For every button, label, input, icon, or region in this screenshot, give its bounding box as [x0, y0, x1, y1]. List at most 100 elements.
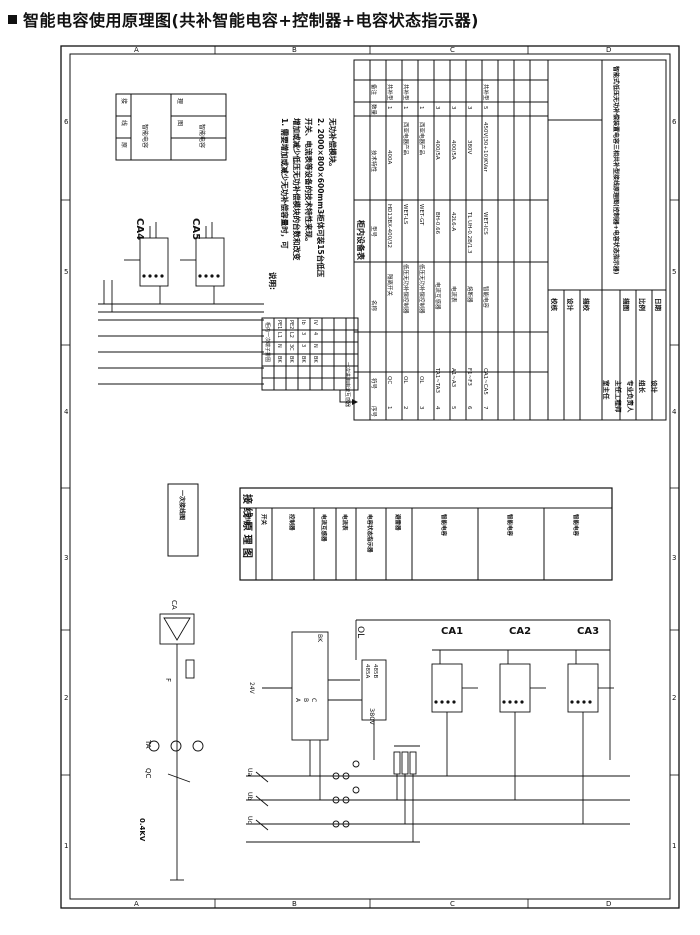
top-left-table — [115, 93, 227, 161]
voltage-label: 0.4KV — [138, 818, 146, 842]
equipment-header: 技术特性 — [370, 150, 378, 173]
terminal-cell: PE1 — [276, 320, 282, 329]
equipment-cell: OL — [418, 376, 424, 384]
equipment-table-text: 柜内设备表 序号 符号 名称 型号 技术特性 数量 备注 1 QC 隔离开关 H… — [356, 84, 490, 418]
wiring-table-text: 接 线 原 理 图 进线 开关 控制器 电流互感器 电流表 电容状态指示器 避雷… — [241, 494, 580, 558]
col-mark-bottom: D — [606, 900, 611, 908]
title-block-label: 组长 — [638, 380, 647, 394]
equipment-cell: WET-GT — [418, 204, 424, 226]
equipment-header: 符号 — [370, 378, 378, 390]
title-block-label: 室主任 — [602, 380, 611, 400]
equipment-cell: WET-LS — [402, 204, 408, 225]
col-mark-bottom: C — [450, 900, 455, 908]
secondary-terminal-table-frame — [261, 317, 359, 391]
equipment-header: 序号 — [370, 406, 378, 418]
row-mark-left: 2 — [64, 694, 68, 702]
title-block-label: 描校 — [582, 298, 591, 312]
notes-line: 开关、电流表等设备的技术特性来现。 — [304, 118, 314, 246]
terminal-cell: Ib — [300, 320, 306, 325]
primary-label: 一次接线图 — [178, 490, 186, 520]
ca1-label: CA1 — [441, 626, 463, 637]
ca5-label: CA5 — [190, 218, 201, 240]
tl-table-header: 接 — [120, 98, 128, 104]
phase-label: Uc — [246, 816, 253, 824]
equipment-cell: 隔离开关 — [386, 274, 394, 297]
terminal-cell: N — [276, 344, 282, 348]
terminal-cell: 3 — [300, 332, 306, 335]
tl-table-header: 原 — [120, 142, 127, 148]
equipment-cell: 2 — [402, 406, 408, 410]
equipment-cell: F1~F3 — [466, 368, 472, 386]
equipment-header: 型号 — [370, 226, 378, 238]
title-bar: 智能电容使用原理图(共补智能电容+控制器+电容状态指示器) — [8, 6, 479, 32]
title-block-label: 比例 — [638, 298, 647, 312]
title-block-label: 日期 — [654, 298, 663, 312]
ol-box-label: 380V — [368, 708, 376, 725]
row-mark-right: 3 — [672, 554, 676, 562]
phase-label: Ua — [246, 768, 253, 776]
bullet-square-icon — [8, 14, 17, 24]
terminal-table-footer: 一次进电电流互感器 — [344, 362, 351, 407]
wiring-column: 电流表 — [341, 514, 349, 531]
title-block-label: 设计 — [566, 298, 575, 312]
col-mark-top: B — [292, 46, 297, 54]
equipment-cell: 共补型 — [402, 84, 410, 101]
row-mark-left: 4 — [64, 408, 69, 416]
col-mark-top: A — [134, 46, 139, 54]
wiring-column: 智能电容 — [440, 514, 448, 537]
wiring-column: 进线 — [244, 514, 252, 526]
equipment-cell: QC — [386, 376, 392, 384]
terminal-cell: 3C — [288, 344, 294, 351]
notes-line: 增加或减少低压无功补偿模块的台数和改变 — [292, 118, 302, 261]
arrow-icon — [352, 399, 358, 405]
equipment-cell: HD13BX-400/32 — [386, 204, 392, 248]
ol-label: OL — [355, 626, 365, 638]
terminal-cell: BK — [288, 356, 294, 363]
row-mark-left: 6 — [64, 118, 69, 126]
terminal-cell: 4 — [312, 332, 318, 335]
equipment-cell: 1 — [386, 406, 392, 410]
page-title: 智能电容使用原理图(共补智能电容+控制器+电容状态指示器) — [23, 11, 479, 30]
ca-label: CA — [170, 600, 178, 610]
frame-marks: 6 5 4 3 2 1 6 5 4 3 2 1 A B C D A B C D — [64, 46, 677, 908]
row-mark-left: 1 — [64, 842, 68, 850]
equipment-cell: 西亚电器产品 — [402, 122, 410, 156]
equipment-cell: WET-ICS — [482, 212, 488, 235]
col-mark-top: D — [606, 46, 611, 54]
ta-label: TA — [144, 739, 152, 749]
qc-label: QC — [144, 768, 152, 779]
terminal-arrow — [339, 390, 352, 403]
terminal-cell: IV — [312, 320, 318, 325]
row-mark-right: 4 — [672, 408, 677, 416]
title-block-label: 主任工程师 — [614, 380, 623, 413]
wiring-column: 电容状态指示器 — [366, 514, 374, 553]
wiring-column: 智能电容 — [572, 514, 580, 537]
controller-box-label: BK — [316, 634, 323, 643]
equipment-cell: 共补型 — [482, 84, 490, 101]
title-block-label: 描图 — [622, 298, 631, 312]
notes-block: 说明: 1. 需要增加或减少无功补偿容量时，可 增加或减少低压无功补偿模块的台数… — [268, 117, 338, 290]
wiring-table-frame — [239, 487, 613, 581]
row-mark-left: 3 — [64, 554, 68, 562]
col-mark-top: C — [450, 46, 455, 54]
equipment-cell: 400/5A — [450, 140, 456, 160]
terminal-cell: BK — [276, 356, 282, 363]
wiring-column: 电流互感器 — [320, 514, 328, 542]
terminal-cell: L2 — [288, 332, 294, 338]
notes-line: 1. 需要增加或减少无功补偿容量时，可 — [280, 118, 290, 249]
equipment-cell: 1 — [402, 106, 408, 110]
row-mark-right: 6 — [672, 118, 677, 126]
equipment-header: 名称 — [370, 300, 378, 312]
title-block-label: 专业负责人 — [626, 380, 635, 413]
equipment-cell: 低压无功补偿控制器 — [402, 264, 410, 314]
title-block-description: 智能式低压无功补偿装置电容三相共补型接线原理图(控制器+电容状态指示器) — [612, 66, 620, 275]
terminal-cell: BK — [312, 356, 318, 363]
row-mark-right: 2 — [672, 694, 676, 702]
equipment-cell: 3 — [450, 106, 456, 110]
equipment-cell: TA1~TA3 — [434, 367, 440, 393]
ca3-label: CA3 — [577, 626, 599, 637]
equipment-header: 数量 — [370, 104, 378, 116]
controller-port-label: B — [302, 698, 309, 702]
equipment-cell: 5 — [482, 106, 488, 110]
